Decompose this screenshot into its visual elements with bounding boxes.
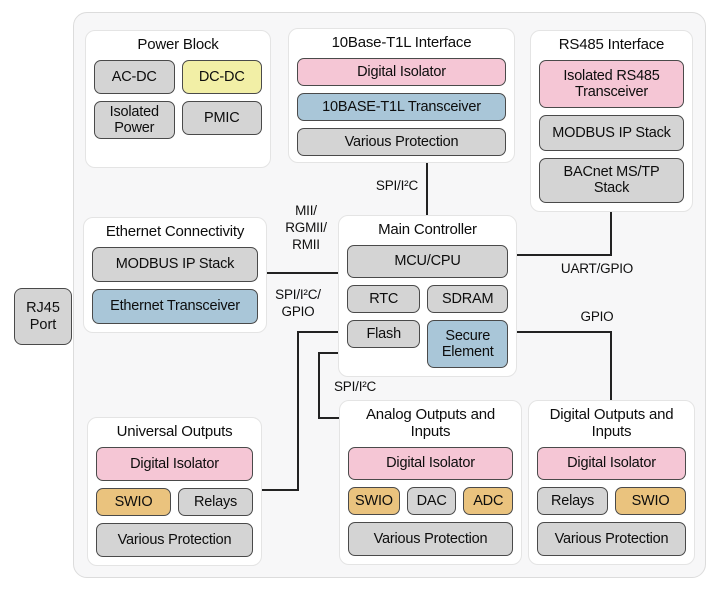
chip-isolated-power: Isolated Power [94, 100, 175, 140]
chip-swio: SWIO [96, 487, 171, 516]
chip-digital-isolator: Digital Isolator [537, 446, 686, 481]
chip-dc-dc: DC-DC [181, 59, 262, 94]
connector-rs485-to-main-horizontal [517, 254, 612, 256]
chip-relays: Relays [537, 487, 608, 516]
card-power-block: Power Block AC-DC DC-DC Isolated Power P… [85, 30, 271, 168]
connector-main-to-analog-vertical [318, 352, 320, 419]
chip-digital-isolator: Digital Isolator [297, 57, 506, 86]
card-title: Main Controller [378, 221, 477, 238]
card-analog-outputs-inputs: Analog Outputs and Inputs Digital Isolat… [339, 400, 522, 565]
connector-main-to-universal-bottom [261, 489, 299, 491]
chip-various-protection: Various Protection [537, 522, 686, 556]
card-title: Ethernet Connectivity [105, 223, 245, 240]
connector-t1l-to-main [426, 163, 428, 215]
bus-label-gpio: GPIO [580, 309, 614, 324]
card-title: 10Base-T1L Interface [331, 34, 472, 51]
card-title: Digital Outputs and Inputs [549, 406, 674, 440]
card-main-controller: Main Controller MCU/CPU RTC SDRAM Flash … [338, 215, 517, 377]
connector-rs485-to-main-vertical [610, 212, 612, 256]
chip-digital-isolator: Digital Isolator [96, 446, 253, 481]
chip-swio: SWIO [615, 487, 686, 516]
card-universal-outputs: Universal Outputs Digital Isolator SWIO … [87, 417, 262, 566]
chip-swio: SWIO [348, 487, 400, 516]
card-ethernet-connectivity: Ethernet Connectivity MODBUS IP Stack Et… [83, 217, 267, 333]
chip-various-protection: Various Protection [348, 522, 513, 556]
card-10base-t1l-interface: 10Base-T1L Interface Digital Isolator 10… [288, 28, 515, 163]
bus-label-uart-gpio: UART/GPIO [560, 261, 634, 276]
chip-modbus-ip-stack: MODBUS IP Stack [92, 246, 258, 282]
chip-sdram: SDRAM [427, 285, 508, 313]
card-rs485-interface: RS485 Interface Isolated RS485 Transceiv… [530, 30, 693, 212]
chip-adc: ADC [463, 487, 513, 516]
connector-main-to-digital-horizontal [517, 331, 612, 333]
rj45-port-chip: RJ45 Port [14, 288, 72, 345]
chip-dac: DAC [406, 487, 457, 516]
chip-pmic: PMIC [181, 100, 262, 135]
connector-main-to-analog-bottom [318, 417, 339, 419]
connector-main-to-analog-top [318, 352, 338, 354]
chip-relays: Relays [178, 487, 253, 516]
connector-main-to-universal-vertical [297, 331, 299, 491]
chip-10base-t1l-transceiver: 10BASE-T1L Transceiver [297, 92, 506, 121]
bus-label-spi-i2c-t1l: SPI/I²C [375, 178, 418, 193]
chip-various-protection: Various Protection [96, 522, 253, 558]
chip-modbus-ip-stack: MODBUS IP Stack [539, 114, 684, 151]
chip-bacnet-ms-tp-stack: BACnet MS/TP Stack [539, 157, 684, 204]
chip-isolated-rs485-transceiver: Isolated RS485 Transceiver [539, 59, 684, 108]
card-title: RS485 Interface [558, 36, 665, 53]
card-title: Universal Outputs [116, 423, 233, 440]
bus-label-spi-i2c-gpio: SPI/I²C/ GPIO [275, 287, 321, 319]
bus-label-mii-rgmii-rmii: MII/ RGMII/ RMII [285, 203, 327, 252]
chip-flash: Flash [347, 320, 421, 348]
connector-main-to-digital-vertical [610, 331, 612, 400]
card-title: Analog Outputs and Inputs [366, 406, 495, 440]
bus-label-spi-i2c-analog: SPI/I²C [334, 379, 377, 394]
chip-mcu-cpu: MCU/CPU [347, 244, 508, 278]
connector-ethernet-to-main [267, 272, 338, 274]
chip-secure-element: Secure Element [427, 320, 508, 368]
chip-rtc: RTC [347, 285, 421, 313]
card-title: Power Block [137, 36, 219, 53]
chip-digital-isolator: Digital Isolator [348, 446, 513, 481]
chip-ac-dc: AC-DC [94, 59, 175, 94]
chip-various-protection: Various Protection [297, 127, 506, 156]
connector-main-to-universal-top [297, 331, 338, 333]
chip-ethernet-transceiver: Ethernet Transceiver [92, 288, 258, 325]
card-digital-outputs-inputs: Digital Outputs and Inputs Digital Isola… [528, 400, 695, 565]
